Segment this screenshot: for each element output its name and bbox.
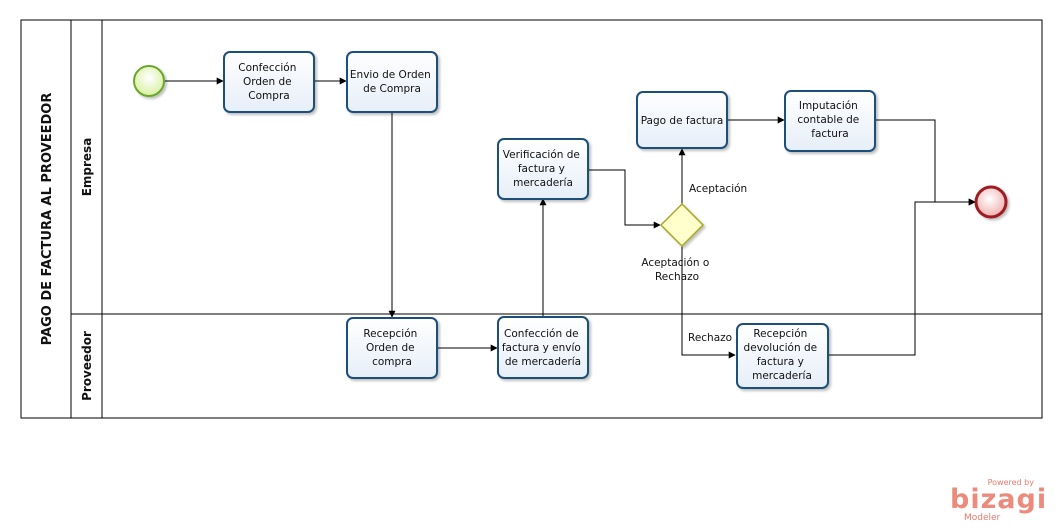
task-label-line: contable de <box>797 114 859 126</box>
sequence-flows <box>165 77 976 359</box>
task-recepcion-devolucion[interactable]: Recepción devolución de factura y mercad… <box>736 323 829 389</box>
task-label: Envio de Orden de Compra <box>350 69 434 95</box>
task-envio-orden[interactable]: Envio de Orden de Compra <box>346 51 438 113</box>
lane-label-proveedor: Proveedor <box>80 331 94 401</box>
start-event[interactable] <box>133 65 165 97</box>
lane-label-empresa: Empresa <box>80 138 94 197</box>
task-label-line: Pago de factura <box>641 115 724 127</box>
exclusive-gateway[interactable] <box>659 202 705 248</box>
task-label-line: factura y envío <box>502 342 581 354</box>
brand-powered: Powered by <box>987 478 1034 487</box>
pool: PAGO DE FACTURA AL PROVEEDOR Empresa Pro… <box>20 19 1043 419</box>
task-confeccion-orden[interactable]: Confección Orden de Compra <box>223 51 315 113</box>
task-label-line: Orden de <box>243 76 292 88</box>
task-imputacion[interactable]: Imputación contable de factura <box>784 90 876 152</box>
task-label-line: devolución de <box>744 342 818 354</box>
brand-sub: Modeler <box>964 513 1001 523</box>
task-label: Verificación de factura y mercadería <box>503 149 583 189</box>
brand-name: bizagi <box>950 484 1048 515</box>
task-label-line: de Compra <box>363 83 421 95</box>
task-pago-factura[interactable]: Pago de factura <box>636 91 728 149</box>
task-label: Recepción devolución de factura y mercad… <box>744 328 821 382</box>
task-label-line: factura <box>811 128 848 140</box>
task-label-line: Imputación <box>799 100 858 112</box>
task-confeccion-envio[interactable]: Confección de factura y envío de mercade… <box>497 316 589 379</box>
task-verificacion[interactable]: Verificación de factura y mercadería <box>497 138 589 200</box>
flow-imputacion-to-end <box>876 119 976 206</box>
task-label-line: factura y <box>518 163 565 175</box>
task-label-line: factura y <box>757 356 804 368</box>
task-label-line: Orden de <box>366 342 415 354</box>
task-label: Pago de factura <box>641 115 724 127</box>
task-label-line: Confección <box>238 62 296 74</box>
flow-label-rechazo: Rechazo <box>688 332 732 344</box>
task-label-line: Envio de Orden <box>350 69 431 81</box>
task-label: Imputación contable de factura <box>797 100 862 140</box>
task-label-line: mercadería <box>752 370 812 382</box>
task-label-line: Recepción <box>753 328 807 340</box>
pool-title: PAGO DE FACTURA AL PROVEEDOR <box>40 93 55 346</box>
flow-label-aceptacion: Aceptación <box>689 183 747 195</box>
task-label-line: Confección de <box>504 328 579 340</box>
flow-gateway-to-recepcion-devolucion <box>681 246 736 359</box>
gateway-label: Aceptación o Rechazo <box>641 257 712 283</box>
task-label-line: Compra <box>248 90 289 102</box>
gateway-label-line: Aceptación o <box>641 257 709 269</box>
bizagi-logo: Powered by bizagi Modeler <box>950 478 1048 523</box>
end-event[interactable] <box>974 185 1008 219</box>
flow-verificacion-to-gateway <box>589 169 661 229</box>
task-label-line: compra <box>372 356 412 368</box>
task-label-line: Verificación de <box>503 149 580 161</box>
task-recepcion-orden[interactable]: Recepción Orden de compra <box>346 317 438 379</box>
gateway-label-line: Rechazo <box>655 271 699 283</box>
task-label: Recepción Orden de compra <box>363 328 420 368</box>
task-label-line: Recepción <box>363 328 417 340</box>
flow-devolucion-to-end <box>829 198 976 356</box>
task-label: Confección Orden de Compra <box>238 62 299 102</box>
task-label-line: mercadería <box>513 177 573 189</box>
task-label: Confección de factura y envío de mercade… <box>502 328 584 368</box>
task-label-line: de mercadería <box>505 356 581 368</box>
